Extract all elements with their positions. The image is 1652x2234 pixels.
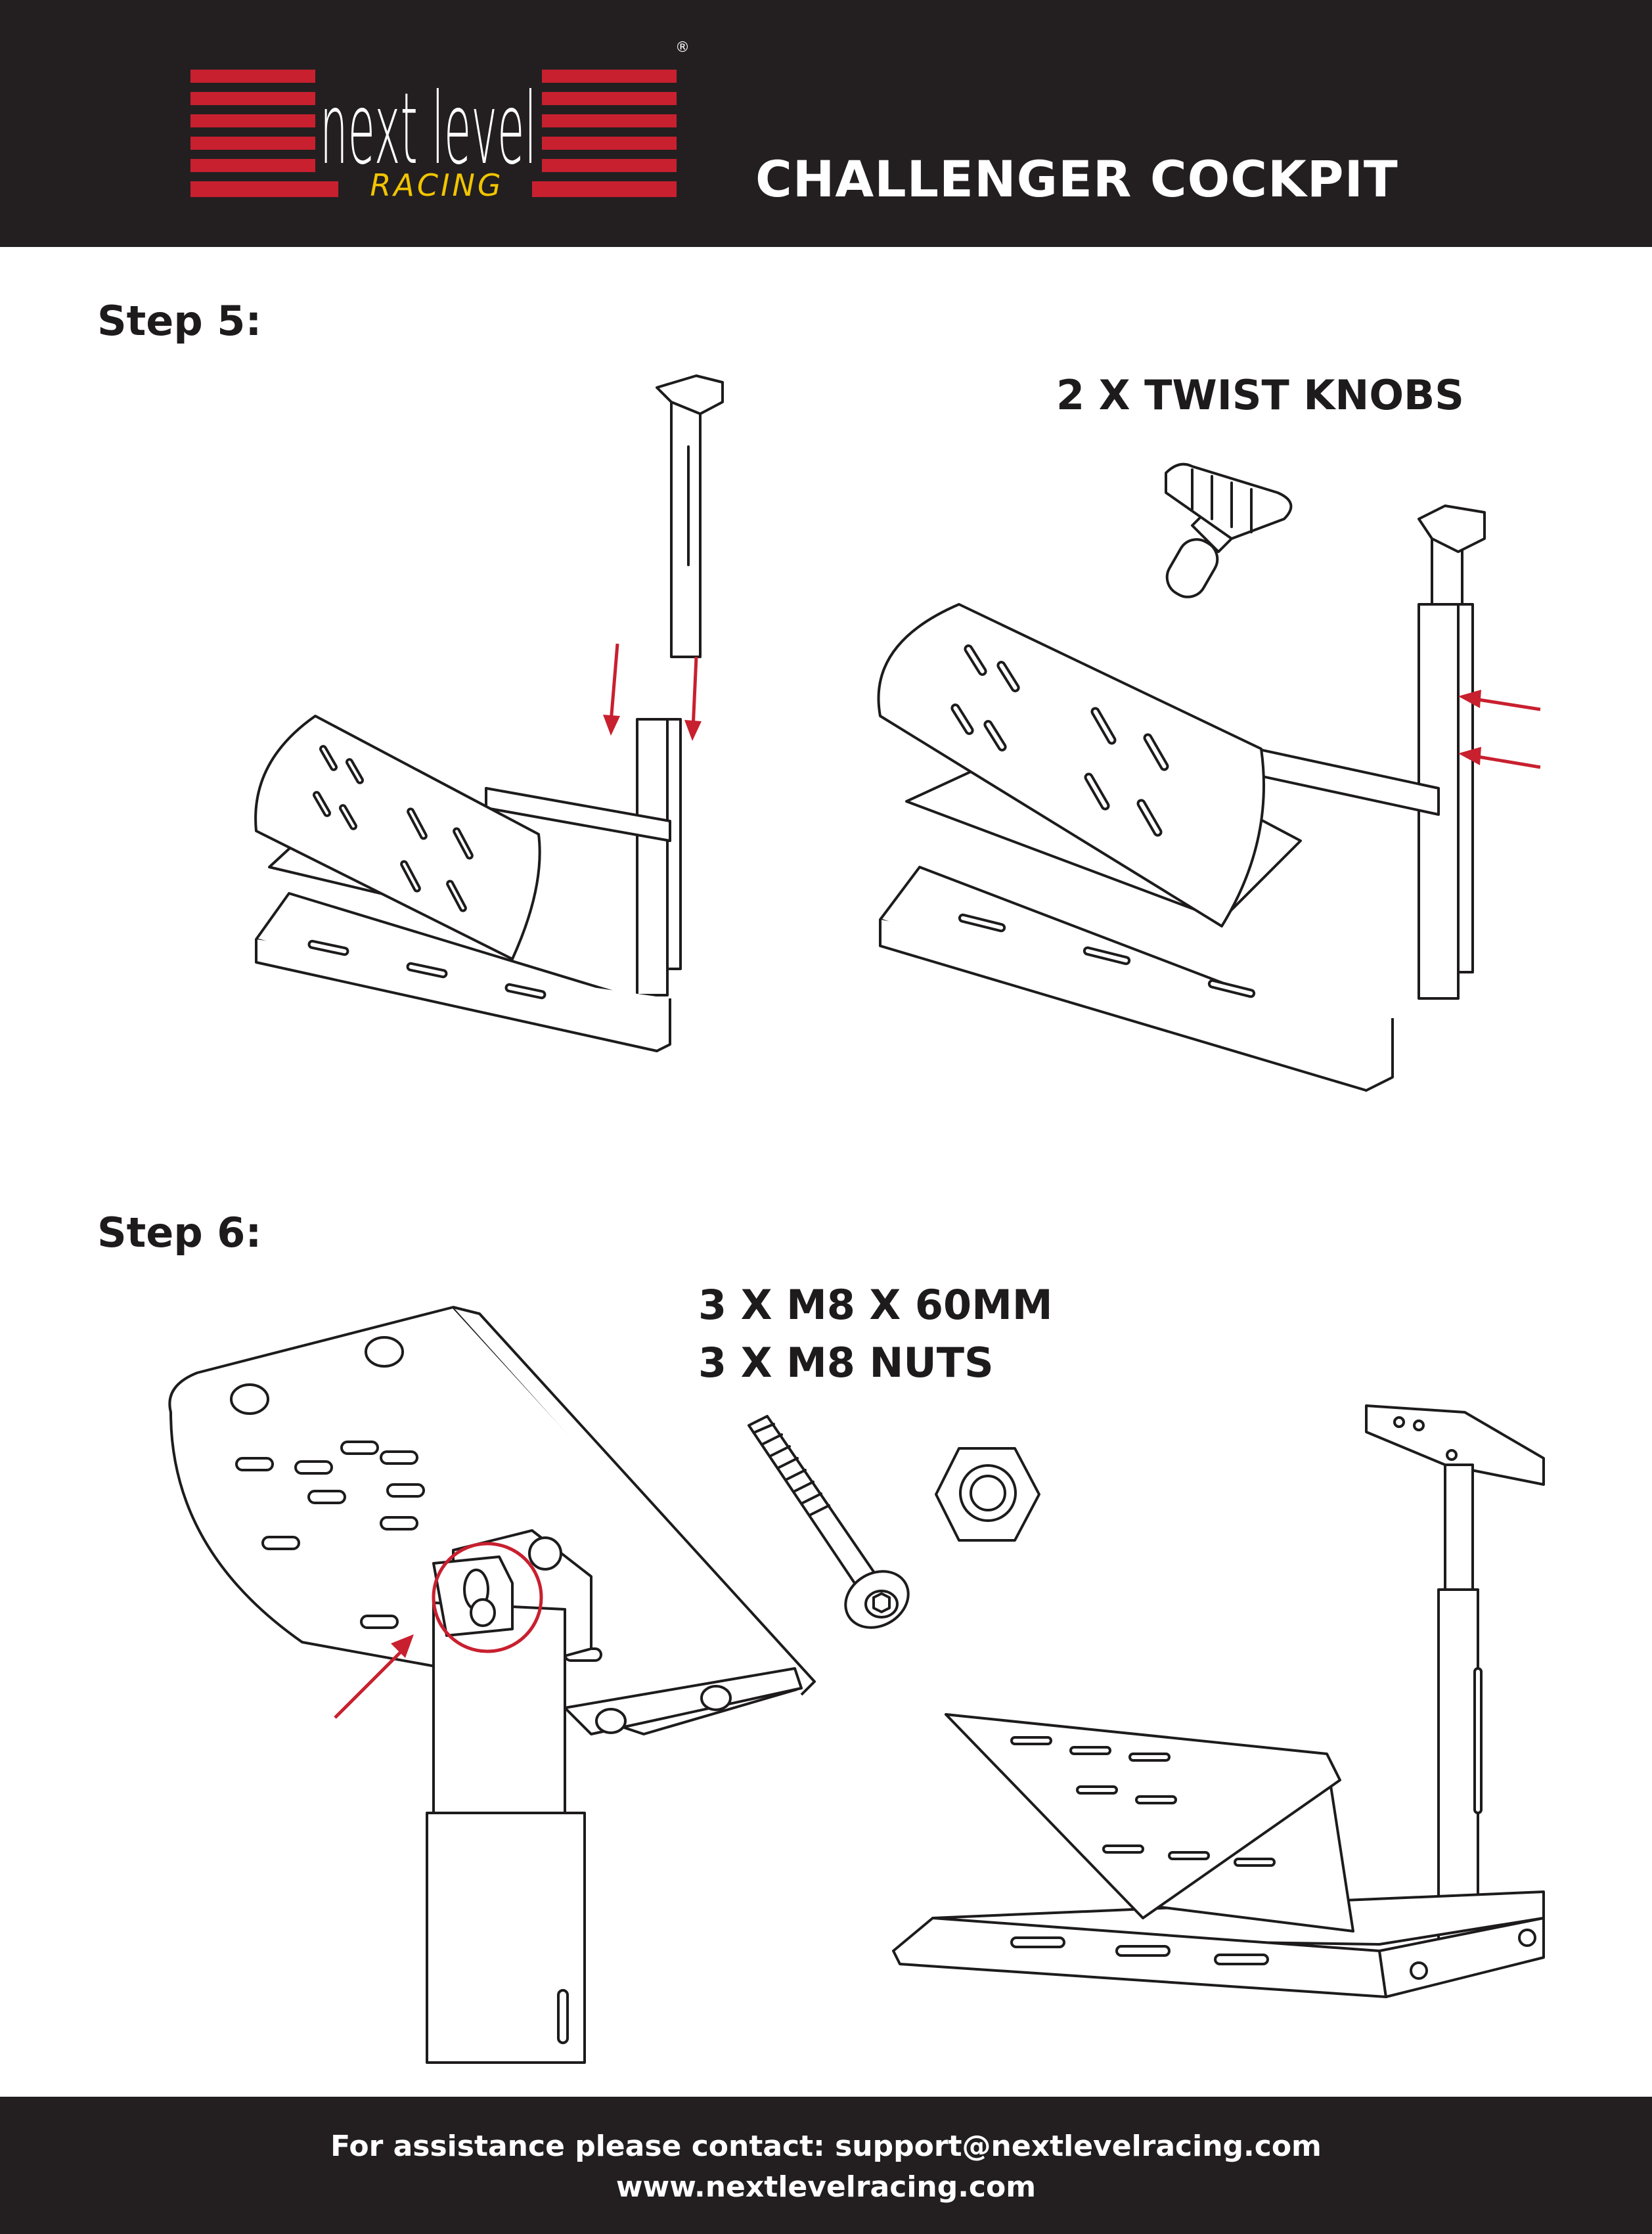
step-6-parts-nuts: 3 X M8 NUTS [698,1339,994,1387]
logo-wordmark-top: next level [320,72,537,187]
support-contact-text[interactable]: For assistance please contact: support@n… [330,2130,1322,2163]
logo-wordmark-bottom: RACING [370,168,503,203]
step-6-parts-bolts: 3 X M8 X 60MM [698,1281,1053,1329]
step-6-label: Step 6: [97,1209,262,1257]
step-6-closeup-illustration [168,1306,816,2064]
step-5-illustration-after [877,504,1486,1092]
next-level-racing-logo: next level RACING [190,70,677,203]
step-6-highlight-arrow [334,1634,414,1719]
step-5-parts-twist-knobs: 2 X TWIST KNOBS [1056,371,1464,419]
step-5-down-arrows [603,643,702,741]
registered-mark: ® [675,39,690,56]
twist-knob-part [1165,462,1293,598]
footer-bar: For assistance please contact: support@n… [0,2097,1652,2234]
step-5-illustration-before [254,374,724,1052]
header-bar: next level RACING ® CHALLENGER COCKPIT [0,0,1652,247]
step-6-assembly-illustration [892,1404,1545,1998]
step-5-side-arrows [1458,690,1541,769]
m8-bolt-part [748,1415,910,1629]
page-title: CHALLENGER COCKPIT [755,150,1398,208]
m8-nut-part [935,1447,1040,1542]
step-5-label: Step 5: [97,297,262,345]
website-link[interactable]: www.nextlevelracing.com [615,2170,1037,2204]
